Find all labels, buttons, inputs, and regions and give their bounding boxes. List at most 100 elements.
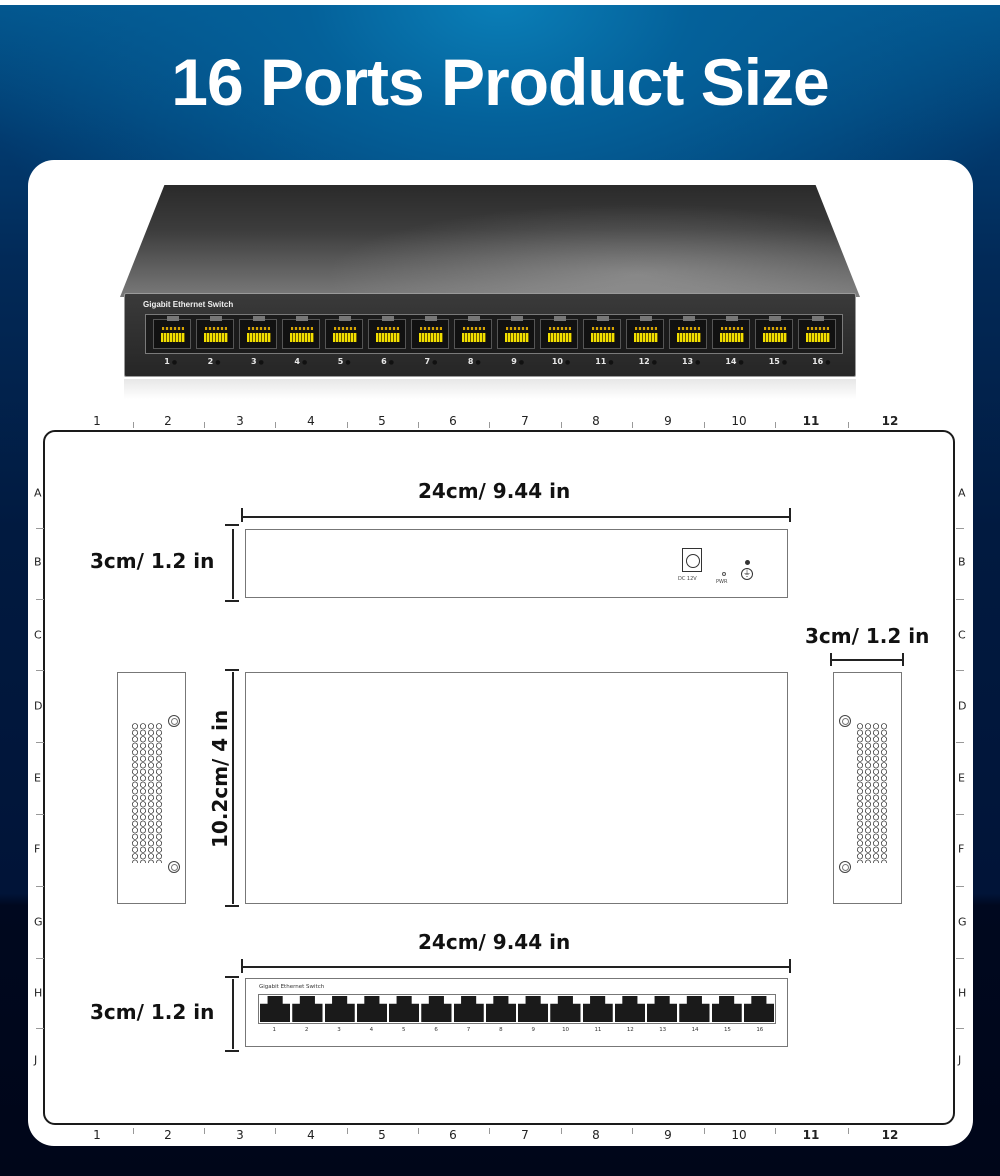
port-latch <box>596 316 609 321</box>
ruler-tick <box>956 958 964 959</box>
port-latch <box>381 316 394 321</box>
ruler-column-label: 4 <box>307 1128 315 1142</box>
port-pins <box>418 333 443 342</box>
ruler-frame <box>43 430 955 1125</box>
port-number: 11 <box>594 1027 602 1033</box>
ruler-tick <box>36 814 44 815</box>
port-contacts <box>634 327 657 330</box>
ruler-column-label: 12 <box>881 414 899 428</box>
ruler-tick <box>561 422 562 428</box>
dimension-tick <box>225 669 239 671</box>
port-latch <box>553 316 566 321</box>
ruler-row-label: A <box>34 486 42 500</box>
port-pins <box>762 333 787 342</box>
port-pins <box>590 333 615 342</box>
port-pins <box>246 333 271 342</box>
port-contacts <box>806 327 829 330</box>
rj45-port-icon <box>614 996 645 1022</box>
ruler-tick <box>418 1128 419 1134</box>
ruler-column-label: 4 <box>307 414 315 428</box>
ruler-row-label: H <box>958 986 967 1000</box>
port-number: 15 <box>723 1027 731 1033</box>
ruler-column-label: 3 <box>236 1128 244 1142</box>
port-number: 5 <box>325 357 363 366</box>
vent-holes-icon <box>856 723 888 863</box>
ruler-column-label: 6 <box>449 414 457 428</box>
dc-label: DC 12V <box>678 576 697 582</box>
ruler-tick <box>956 742 964 743</box>
port-pins <box>547 333 572 342</box>
port-number: 12 <box>626 1027 634 1033</box>
port-number: 5 <box>401 1027 406 1033</box>
top-view <box>245 672 788 904</box>
switch-front-panel: Gigabit Ethernet Switch 1234567891011121… <box>124 293 856 377</box>
port-number: 4 <box>369 1027 374 1033</box>
port-latch <box>725 316 738 321</box>
ruler-tick <box>561 1128 562 1134</box>
rj45-port-icon <box>743 996 774 1022</box>
ruler-tick <box>489 422 490 428</box>
dimension-tick <box>225 600 239 602</box>
rj45-port-icon <box>550 996 581 1022</box>
front-width-label: 24cm/ 9.44 in <box>418 930 571 954</box>
rj45-port-icon <box>281 316 320 349</box>
ruler-row-label: B <box>34 555 42 569</box>
back-height-dimension-line <box>232 529 234 599</box>
port-contacts <box>677 327 700 330</box>
back-panel-view: DC 12V PWR ⏚ <box>245 529 788 598</box>
ruler-tick <box>204 422 205 428</box>
switch-top-surface <box>120 185 860 297</box>
ruler-column-label: 11 <box>802 414 820 428</box>
port-pins <box>375 333 400 342</box>
port-number: 10 <box>562 1027 570 1033</box>
rj45-port-icon <box>260 996 291 1022</box>
ruler-row-label: F <box>34 842 41 856</box>
port-number: 8 <box>499 1027 503 1033</box>
rj45-port-icon <box>582 316 621 349</box>
ruler-row-label: F <box>958 842 965 856</box>
port-contacts <box>462 327 485 330</box>
rj45-port-icon <box>647 996 678 1022</box>
ruler-column-label: 9 <box>664 1128 672 1142</box>
top-strip <box>0 0 1000 5</box>
ruler-column-label: 5 <box>378 1128 386 1142</box>
rj45-port-icon <box>539 316 578 349</box>
ruler-tick <box>133 422 134 428</box>
rj45-port-icon <box>238 316 277 349</box>
ruler-row-label: E <box>958 771 965 785</box>
ruler-column-label: 6 <box>449 1128 457 1142</box>
top-depth-dimension-line <box>232 672 234 904</box>
port-number: 15 <box>759 357 797 366</box>
ruler-column-label: 2 <box>164 414 172 428</box>
dimension-tick <box>241 508 243 522</box>
ruler-tick <box>36 1028 44 1029</box>
port-number: 11 <box>585 357 623 366</box>
ruler-tick <box>956 886 964 887</box>
ruler-tick <box>956 814 964 815</box>
port-pins <box>332 333 357 342</box>
ruler-tick <box>36 742 44 743</box>
ruler-row-label: G <box>958 915 967 929</box>
ruler-column-label: 10 <box>731 414 747 428</box>
port-number: 1 <box>272 1027 276 1033</box>
ruler-tick <box>956 1028 964 1029</box>
rj45-port-icon <box>292 996 323 1022</box>
front-height-dimension-line <box>232 979 234 1049</box>
rj45-port-icon <box>668 316 707 349</box>
port-number: 1 <box>152 357 190 366</box>
port-contacts <box>763 327 786 330</box>
port-contacts <box>290 327 313 330</box>
ruler-column-label: 10 <box>731 1128 747 1142</box>
rj45-port-icon <box>356 996 387 1022</box>
rj45-port-icon <box>797 316 836 349</box>
ruler-tick <box>775 422 776 428</box>
port-number: 9 <box>499 357 537 366</box>
port-latch <box>252 316 265 321</box>
port-latch <box>209 316 222 321</box>
right-side-view <box>833 672 902 904</box>
ruler-tick <box>347 1128 348 1134</box>
ruler-tick <box>632 1128 633 1134</box>
port-number: 7 <box>466 1027 471 1033</box>
